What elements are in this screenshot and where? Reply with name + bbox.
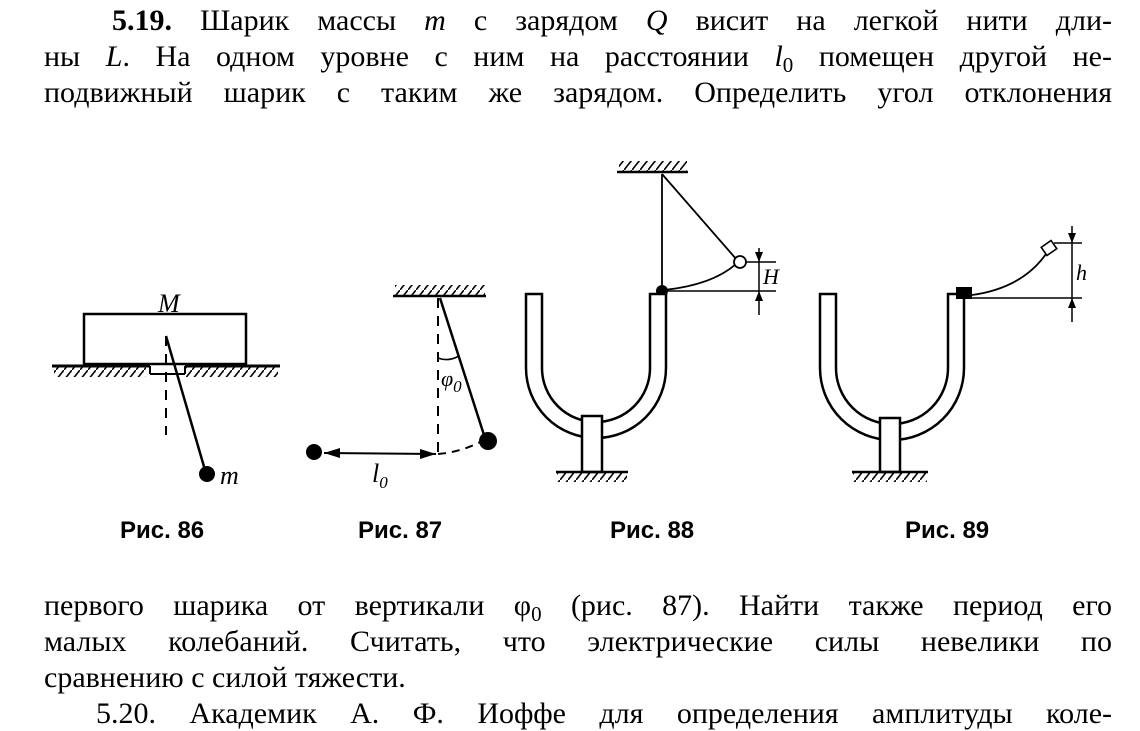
caption-fig-86: Рис. 86: [120, 517, 205, 544]
base-hatch: [557, 473, 627, 482]
base-hatch: [853, 473, 927, 482]
text-line-4: первого шарика от вертикали φ0 (рис. 87)…: [44, 589, 1113, 626]
problem-number: 5.19.: [112, 4, 172, 37]
arrowhead-left: [324, 448, 340, 458]
block-raised: [1040, 239, 1058, 257]
text-line-2: ны L. На одном уровне с ним на расстояни…: [44, 40, 1112, 77]
angle-arc: [437, 355, 460, 361]
pendulum-thread: [438, 297, 486, 436]
string-deflected: [661, 173, 738, 261]
caption-fig-89: Рис. 89: [905, 517, 990, 544]
textbook-page: 5.19. Шарик массы m с зарядом Q висит на…: [44, 4, 1113, 730]
floor-hatch-left: [54, 367, 146, 377]
figure-87-drawing: φ0 l0: [306, 285, 497, 492]
text-line-6: сравнению с силой тяжести.: [44, 661, 406, 694]
pendulum-thread: [164, 335, 207, 471]
ball-raised: [733, 255, 747, 269]
tuning-fork-stem: [580, 414, 604, 474]
pendulum-ball: [199, 466, 215, 482]
distance-arrow: [323, 452, 437, 455]
label-phi: φ0: [441, 366, 462, 396]
ceiling-hatch: [619, 161, 687, 171]
figure-89-drawing: h: [818, 226, 1087, 482]
label-h: h: [1076, 260, 1087, 285]
swing-arc: [437, 439, 485, 455]
variable-m: m: [424, 4, 446, 37]
swing-arc: [971, 253, 1047, 296]
text-line-5: малых колебаний. Считать, что электричес…: [44, 625, 1112, 658]
variable-L: L: [105, 40, 123, 73]
label-H: H: [762, 264, 780, 289]
fixed-ball: [306, 444, 322, 460]
floor-hatch-right: [186, 367, 278, 377]
variable-l: l: [774, 40, 783, 73]
label-l0: l0: [372, 459, 388, 492]
figure-86-drawing: M m: [52, 289, 280, 490]
arrowhead-right: [420, 449, 436, 459]
tuning-fork: [818, 292, 966, 442]
variable-Q: Q: [645, 4, 668, 37]
caption-fig-88: Рис. 88: [610, 517, 695, 544]
tuning-fork: [524, 292, 668, 440]
pendulum-ball: [479, 432, 497, 450]
text-line-next-problem: 5.20. Академик А. Ф. Иоффе для определен…: [96, 697, 1112, 730]
ceiling-hatch: [395, 285, 485, 295]
label-m: m: [220, 461, 239, 490]
label-M: M: [157, 289, 181, 318]
swing-arc: [663, 263, 737, 291]
text-line-3: подвижный шарик с таким же зарядом. Опре…: [44, 76, 1112, 109]
block-at-tuning-fork: [956, 287, 972, 299]
tuning-fork-stem: [878, 416, 902, 474]
figure-88-drawing: H: [524, 161, 780, 482]
text-line-1: 5.19. Шарик массы m с зарядом Q висит на…: [112, 4, 1112, 37]
caption-fig-87: Рис. 87: [358, 517, 443, 544]
figures-strip: M m φ0 l0: [52, 161, 1087, 492]
